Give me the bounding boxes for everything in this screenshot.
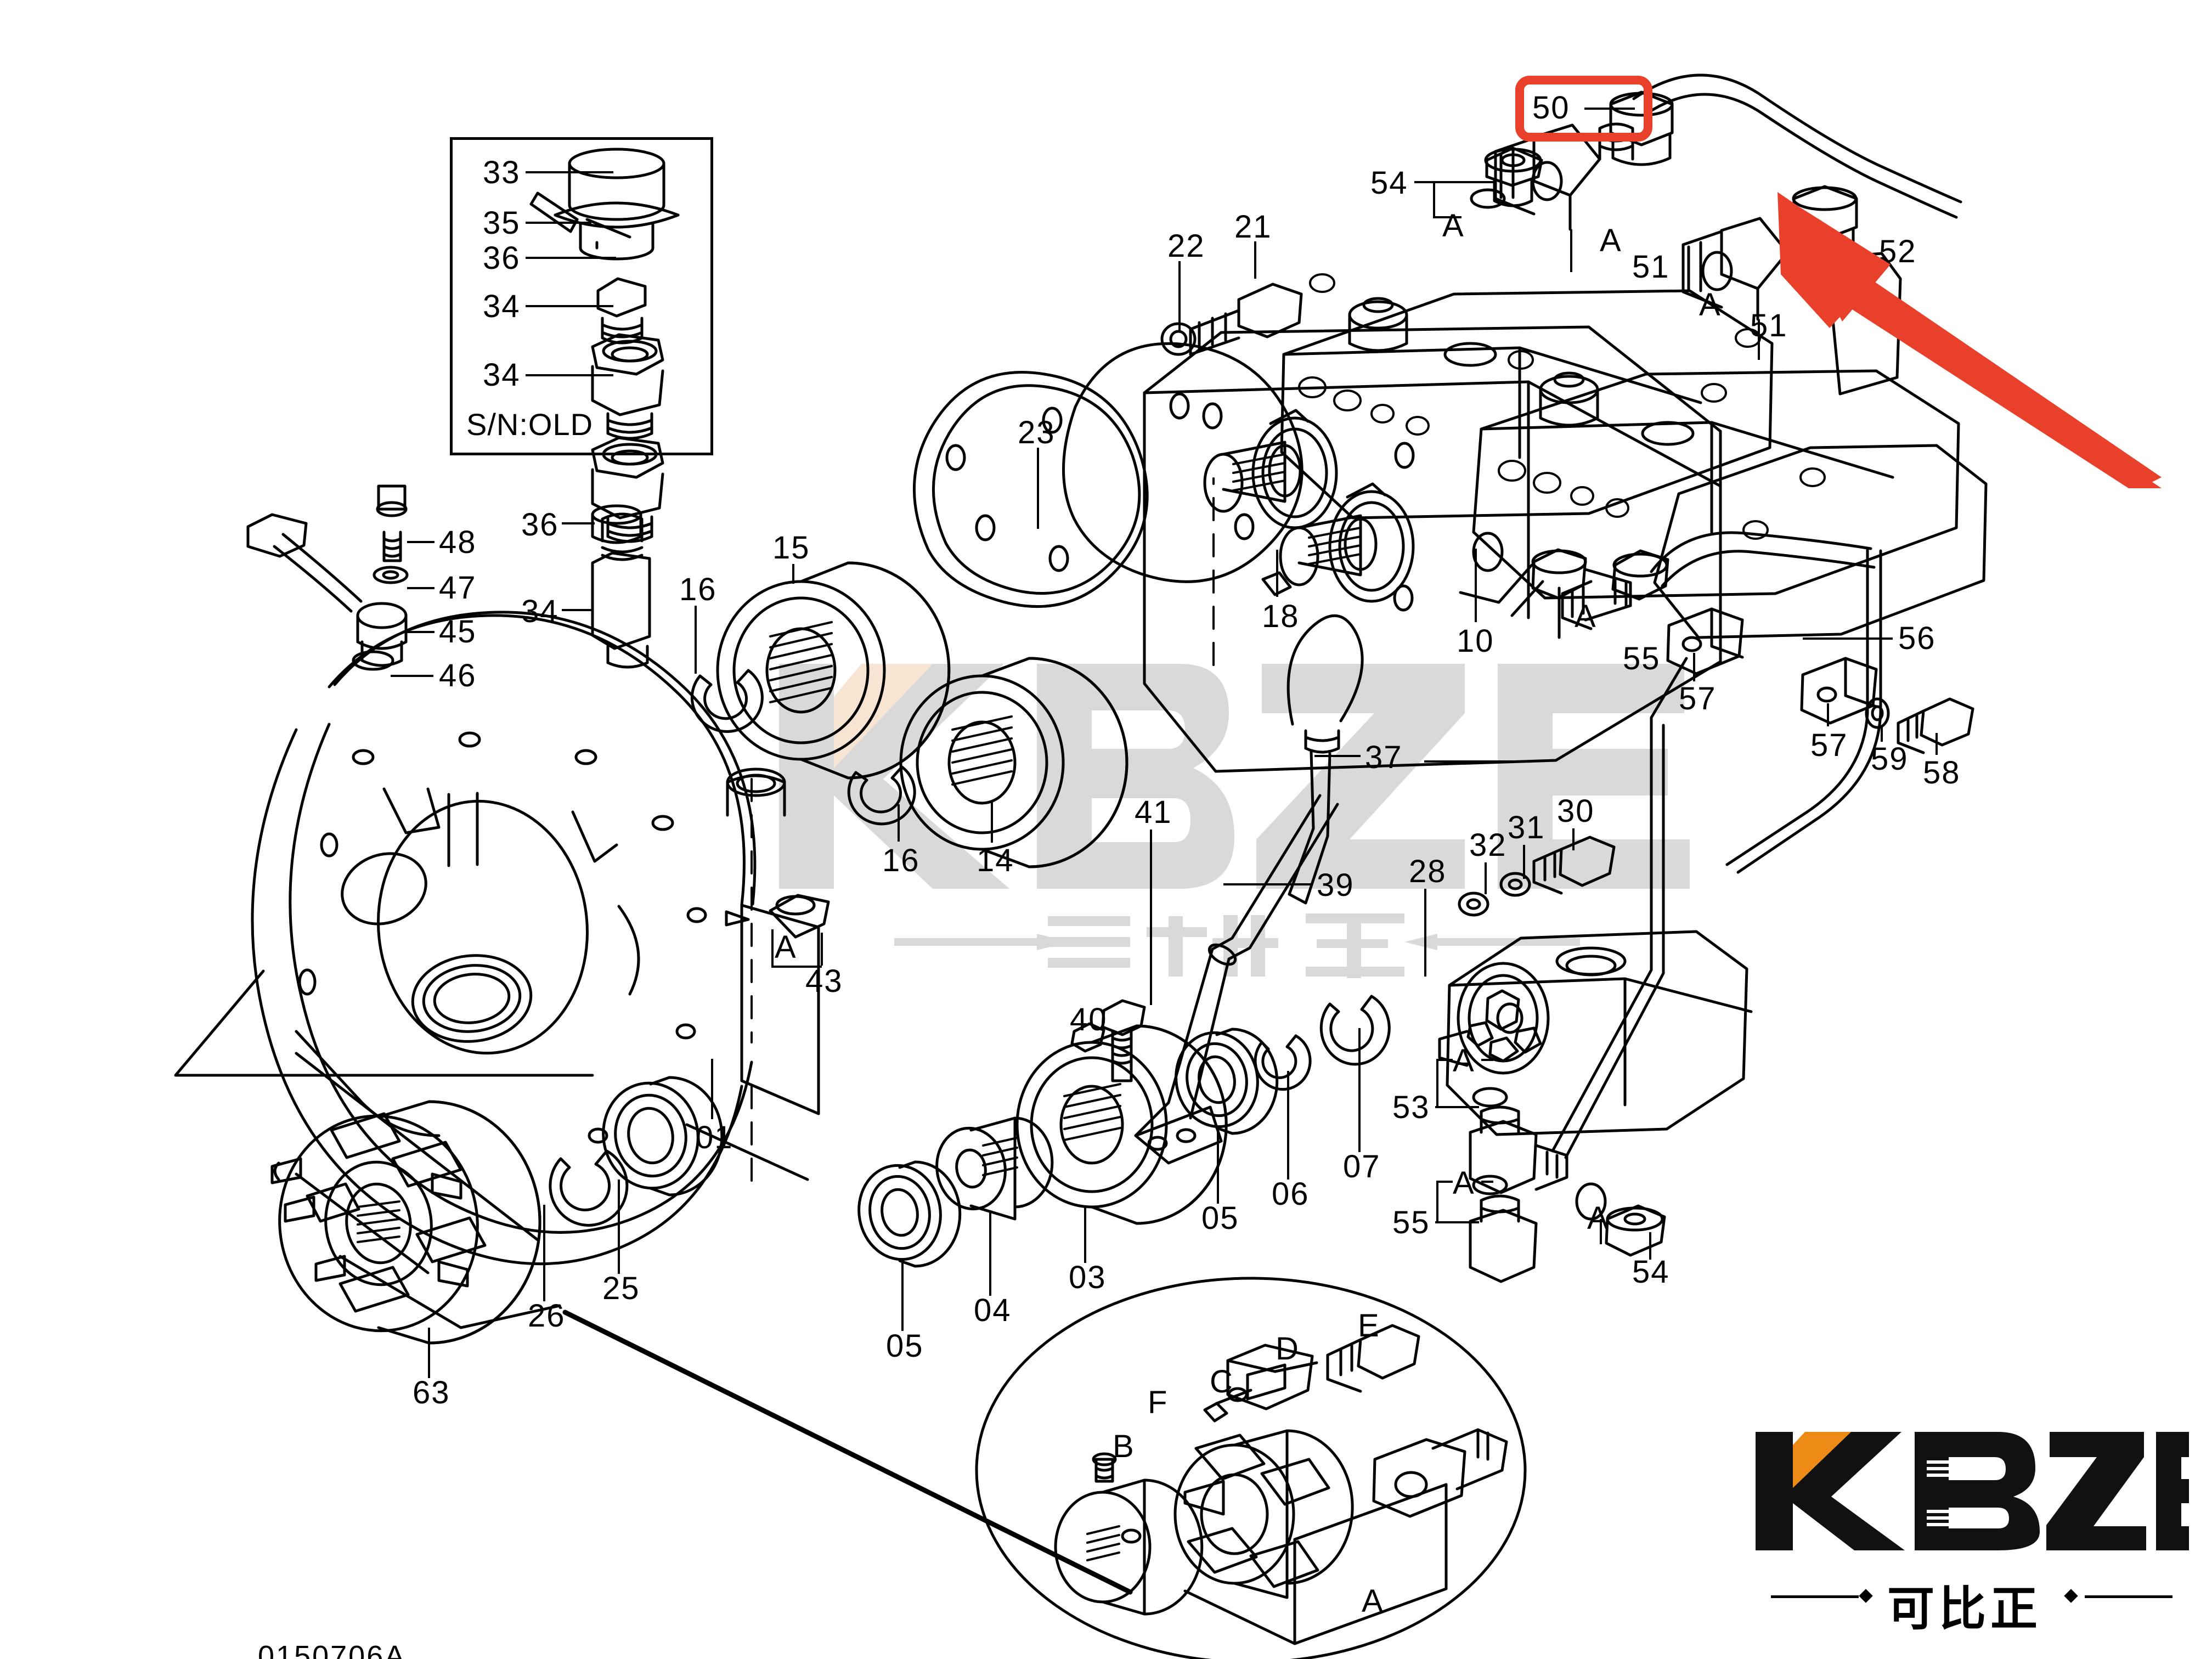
logo-rule-right <box>2085 1595 2172 1598</box>
callout-05: 05 <box>886 1328 924 1364</box>
callout-34: 34 <box>521 594 559 629</box>
callout-22: 22 <box>1167 228 1205 264</box>
callout-36: 36 <box>521 507 559 543</box>
detail-letter-d: D <box>1276 1331 1300 1367</box>
part-50-highlight-box <box>1515 76 1652 142</box>
callout-15: 15 <box>772 530 810 566</box>
callout-04: 04 <box>974 1293 1012 1328</box>
callout-55: 55 <box>1623 641 1661 676</box>
callout-03: 03 <box>1069 1260 1107 1295</box>
callout-30: 30 <box>1557 793 1595 829</box>
callout-16: 16 <box>882 843 920 878</box>
callout-58: 58 <box>1923 755 1961 791</box>
callout-48: 48 <box>439 524 477 560</box>
callout-a: A <box>1699 287 1722 323</box>
callout-52: 52 <box>1879 234 1917 269</box>
kbze-logo <box>1750 1426 2189 1558</box>
inset-item-35-label: 35 <box>483 205 521 241</box>
logo-diamond-left <box>1859 1589 1873 1603</box>
callout-25: 25 <box>602 1271 640 1306</box>
callout-37: 37 <box>1365 740 1403 775</box>
inset-item-34b-label: 34 <box>483 357 521 393</box>
detail-letter-a: A <box>1362 1583 1384 1619</box>
inset-leader-34b <box>526 374 613 376</box>
callout-05: 05 <box>1201 1200 1239 1236</box>
callout-57: 57 <box>1810 727 1848 763</box>
document-code: 0150706A <box>258 1640 407 1659</box>
inset-item-36-label: 36 <box>483 240 521 276</box>
callout-a: A <box>1453 1043 1475 1079</box>
callout-a: A <box>1600 223 1622 258</box>
detail-letter-c: C <box>1210 1364 1234 1400</box>
callout-53: 53 <box>1392 1090 1430 1125</box>
sn-old-inset-box <box>450 137 713 455</box>
callout-63: 63 <box>413 1375 450 1410</box>
callout-51: 51 <box>1750 308 1788 343</box>
callout-31: 31 <box>1508 810 1545 845</box>
callout-40: 40 <box>1070 1002 1108 1037</box>
callout-14: 14 <box>977 843 1014 878</box>
callout-a: A <box>1453 1165 1475 1201</box>
callout-01: 01 <box>696 1120 733 1155</box>
callout-23: 23 <box>1018 415 1056 450</box>
callout-32: 32 <box>1469 827 1507 863</box>
inset-item-33-label: 33 <box>483 155 521 190</box>
callout-28: 28 <box>1409 854 1447 889</box>
callout-10: 10 <box>1457 623 1494 659</box>
inset-leader-36 <box>526 257 616 259</box>
callout-50: 50 <box>1532 90 1570 126</box>
callout-43: 43 <box>805 963 843 999</box>
callout-54: 54 <box>1632 1254 1670 1290</box>
red-pointer-arrow <box>1778 181 2162 488</box>
callout-41: 41 <box>1135 794 1172 830</box>
detail-letter-b: B <box>1113 1429 1135 1464</box>
callout-18: 18 <box>1262 599 1300 634</box>
callout-06: 06 <box>1272 1176 1310 1212</box>
callout-56: 56 <box>1898 620 1936 656</box>
logo-rule-left <box>1771 1595 1859 1598</box>
callout-26: 26 <box>528 1298 566 1334</box>
callout-a: A <box>775 929 797 965</box>
callout-45: 45 <box>439 614 477 650</box>
callout-47: 47 <box>439 570 477 606</box>
detail-letter-f: F <box>1148 1385 1169 1420</box>
inset-leader-34a <box>526 305 613 307</box>
callout-16: 16 <box>679 572 717 607</box>
inset-leader-35 <box>526 222 591 224</box>
callout-a: A <box>1575 599 1597 634</box>
callout-39: 39 <box>1317 867 1355 903</box>
callout-a: A <box>1442 208 1465 244</box>
logo-diamond-right <box>2064 1589 2078 1603</box>
callout-54: 54 <box>1370 165 1408 201</box>
inset-caption: S/N:OLD <box>466 407 594 442</box>
kbze-logo-subtext: 可比正 <box>1887 1582 2042 1637</box>
callout-55: 55 <box>1392 1205 1430 1240</box>
callout-a: A <box>1587 1200 1610 1236</box>
callout-59: 59 <box>1871 741 1909 777</box>
inset-leader-33 <box>526 171 613 173</box>
detail-letter-e: E <box>1358 1308 1380 1344</box>
callout-51: 51 <box>1632 249 1670 285</box>
callout-57: 57 <box>1679 681 1717 716</box>
inset-item-34a-label: 34 <box>483 289 521 324</box>
callout-46: 46 <box>439 658 477 693</box>
callout-07: 07 <box>1343 1149 1381 1184</box>
callout-21: 21 <box>1234 209 1272 245</box>
